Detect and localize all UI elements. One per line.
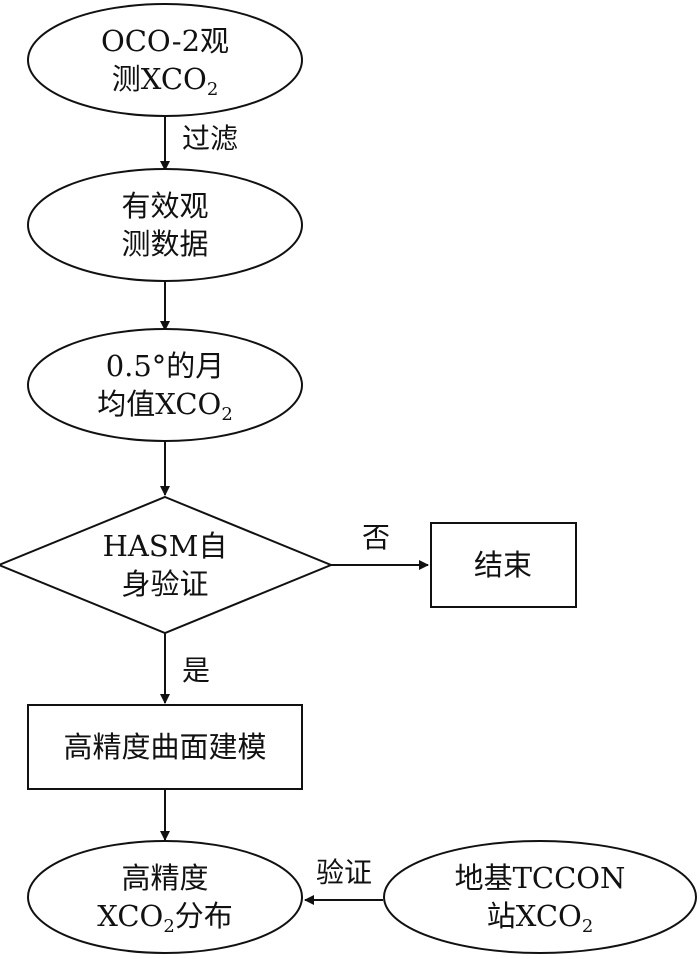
- node-tccon-line2: 站XCO2: [487, 899, 594, 937]
- node-monthly-line2: 均值XCO2: [97, 387, 233, 425]
- edge-validate: 验证: [304, 856, 383, 905]
- node-tccon-station: 地基TCCON 站XCO2: [383, 840, 697, 954]
- edge-no-label: 否: [362, 521, 390, 554]
- node-dist-line1: 高精度: [121, 861, 208, 895]
- node-oco2-line2: 测XCO2: [112, 62, 219, 100]
- edge-filter-label: 过滤: [182, 122, 238, 155]
- node-modeling-label: 高精度曲面建模: [63, 730, 266, 764]
- node-oco2-line1: OCO-2观: [101, 24, 229, 58]
- node-valid-line2: 测数据: [121, 227, 208, 261]
- node-end-label: 结束: [474, 548, 532, 582]
- node-oco2-observation: OCO-2观 测XCO2: [27, 3, 303, 117]
- edge-yes-label: 是: [182, 654, 210, 687]
- edge-yes: 是: [160, 633, 210, 704]
- node-high-precision-distribution: 高精度 XCO2分布: [27, 840, 303, 954]
- edge-no: 否: [331, 521, 429, 570]
- node-monthly-line1: 0.5°的月: [106, 349, 225, 383]
- node-tccon-line1: 地基TCCON: [455, 861, 626, 895]
- node-hasm-decision: HASM自 身验证: [0, 495, 334, 635]
- edge-filter: 过滤: [160, 116, 238, 171]
- node-surface-modeling: 高精度曲面建模: [27, 704, 303, 790]
- node-dist-line2: XCO2分布: [97, 899, 233, 937]
- node-valid-data: 有效观 测数据: [27, 168, 303, 282]
- node-monthly-mean: 0.5°的月 均值XCO2: [27, 328, 303, 442]
- node-end: 结束: [430, 522, 577, 608]
- node-hasm-line2: 身验证: [121, 567, 208, 601]
- node-hasm-line1: HASM自: [103, 529, 228, 563]
- node-valid-line1: 有效观: [121, 189, 208, 223]
- edge-validate-label: 验证: [316, 856, 372, 889]
